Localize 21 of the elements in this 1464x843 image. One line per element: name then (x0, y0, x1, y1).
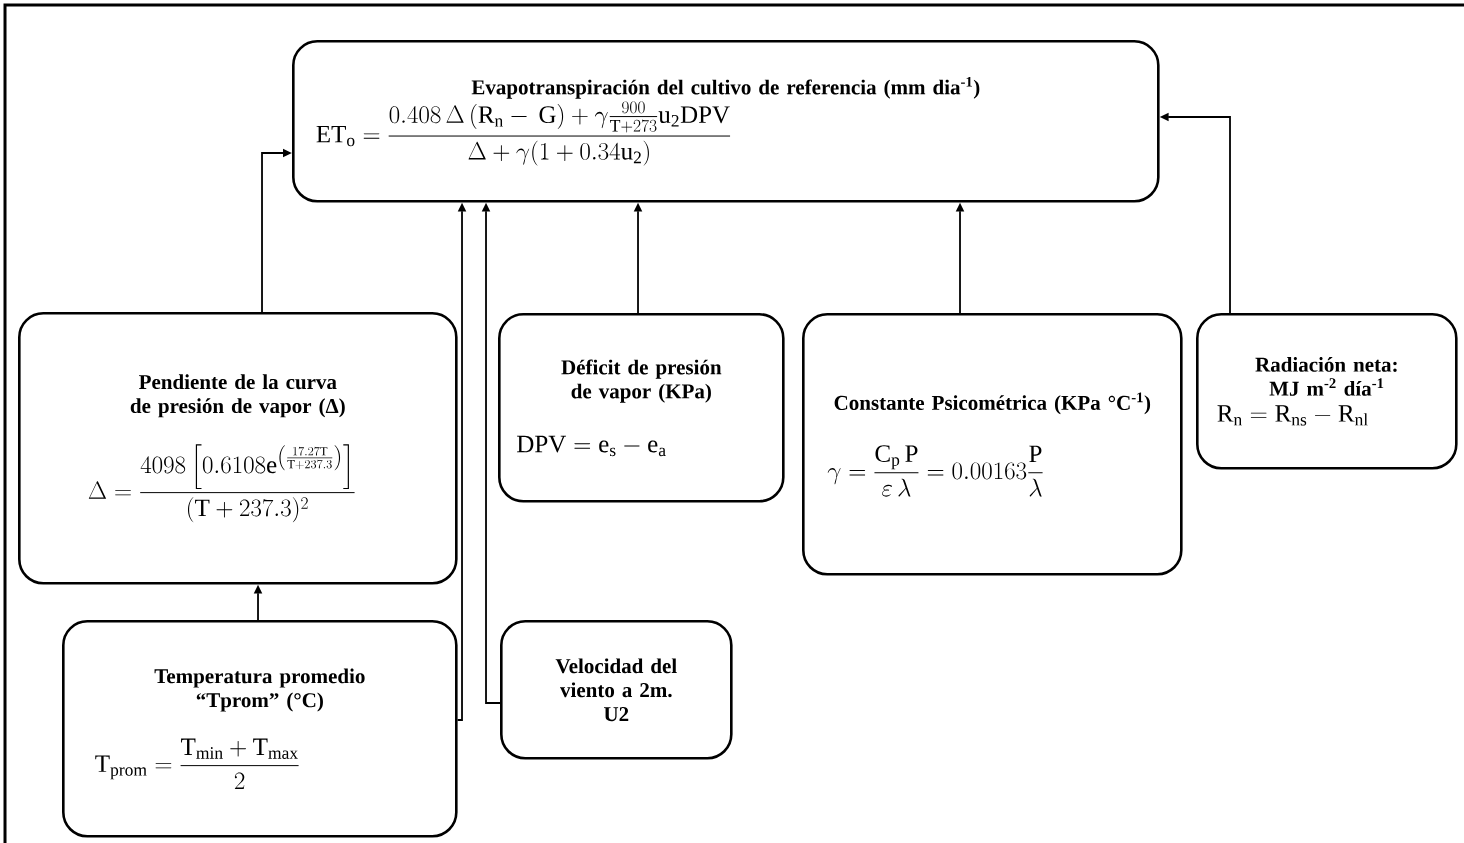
formula: $\mathrm{ET_o} = \frac{0.408\,\Delta\,(\mathrm{R_n} -\, \mathrm{G}) + \gamma \frac{900}{\mathrm{T} + 273} \mathrm{u_2 DPV}}{\Delta + \gamma(1 + 0.34\mathrm{u_2})}$ (316, 101, 731, 166)
formula: $\mathrm{T_{prom}} = \frac{\mathrm{T_{min}} + \mathrm{T_{max}}}{2}$ (95, 738, 299, 789)
formula: $\mathrm{R_n} = \mathrm{R_{ns}} - \mathrm{R_{nl}}$ (1217, 405, 1368, 426)
heading: Constante Psicométrica (KPa °C$^{-1}$) (834, 392, 1151, 415)
formula: $\Delta = \frac{4098\left[0.6108\mathrm{e}^{\left(\frac{17.27\mathrm{T}}{\mathrm{T}+237.3}\right)}\right]}{(\mathrm{T}+237.3)^2}$ (88, 444, 355, 523)
rounded-box (62, 620, 458, 838)
rounded-box (802, 313, 1183, 576)
rounded-box (498, 313, 785, 503)
rounded-box (18, 312, 458, 585)
heading: Radiación neta: MJ m$^{-2}$ día$^{-1}$ (1255, 357, 1397, 396)
rounded-box (1196, 313, 1458, 470)
heading: Temperatura promedio “Tprom” (°C) (154, 668, 365, 712)
rounded-box (292, 40, 1160, 203)
heading: Pendiente de la curva de presión de vapor (Δ) (130, 374, 345, 418)
formula: $\mathrm{DPV} = \mathrm{e_s} - \mathrm{e_a}$ (517, 435, 666, 457)
rounded-box (500, 620, 733, 760)
heading: Déficit de presión de vapor (KPa) (561, 359, 722, 403)
heading: Velocidad del viento a 2m. (555, 658, 677, 698)
heading: Evapotranspiración del cultivo de referencia (mm dia$^{-1}$) (471, 76, 980, 99)
value: U2 (604, 707, 629, 722)
formula: $\gamma = \frac{\mathrm{C_p\,P}}{\varepsilon\,\lambda} = 0.00163\frac{\mathrm{P}}{\lambda}$ (827, 445, 1043, 497)
